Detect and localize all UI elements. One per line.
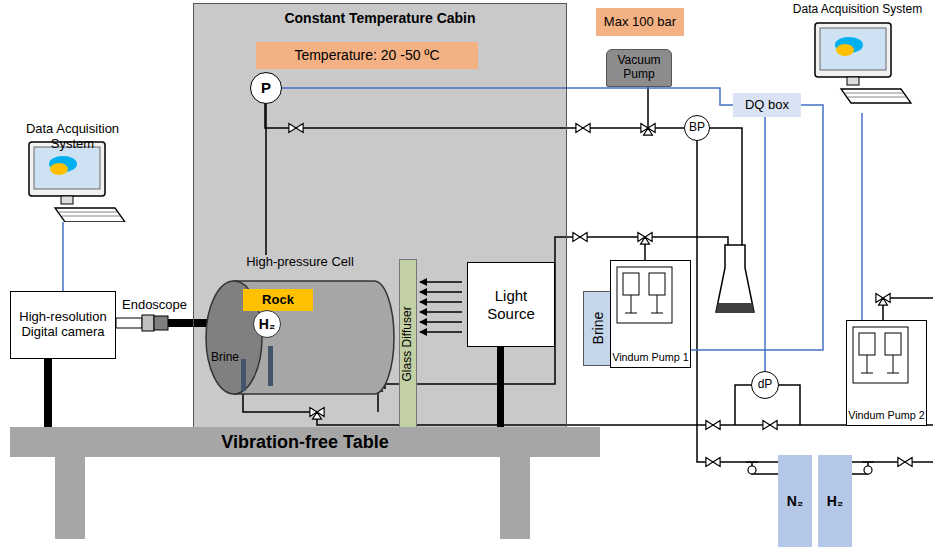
endoscope bbox=[154, 316, 168, 330]
node-text: dP bbox=[758, 378, 773, 392]
node-text: Vacuum Pump bbox=[609, 54, 669, 82]
digital-camera: High-resolution Digital camera bbox=[10, 291, 116, 359]
light-stand bbox=[497, 346, 504, 427]
light-rays bbox=[420, 282, 462, 332]
node-text: Data Acquisition System bbox=[785, 3, 930, 17]
node-text: High-pressure Cell bbox=[204, 255, 396, 270]
glass-diffuser: Glass Diffuser bbox=[399, 259, 417, 429]
back-pressure-regulator: BP bbox=[684, 115, 710, 141]
gas-cylinder: H₂ bbox=[818, 455, 852, 547]
part-label: Endoscope bbox=[122, 297, 187, 312]
brine-tank: Brine bbox=[583, 291, 613, 366]
node-text: Brine bbox=[590, 312, 606, 345]
node-text: H₂ bbox=[827, 493, 843, 509]
gas-cylinder: N₂ bbox=[778, 455, 812, 547]
pressure-gauge: P bbox=[250, 72, 282, 104]
vindum-pump: Vindum Pump 2 bbox=[846, 320, 927, 426]
camera-stand bbox=[44, 359, 52, 427]
node-text: BP bbox=[689, 121, 705, 135]
data-acquisition-pc: Data Acquisition System bbox=[785, 3, 930, 113]
node-text: Vindum Pump 2 bbox=[848, 409, 925, 421]
node-text: Light Source bbox=[472, 287, 550, 322]
part-label: Brine bbox=[211, 350, 239, 364]
cabin-fill bbox=[193, 3, 567, 429]
light-source: Light Source bbox=[467, 262, 555, 347]
pressure-limit-box: Max 100 bar bbox=[596, 8, 684, 36]
signal-wire bbox=[801, 105, 823, 113]
dq-box: DQ box bbox=[733, 93, 801, 117]
temperature-box: Temperature: 20 -50 ºC bbox=[256, 42, 478, 69]
signal-wire bbox=[282, 88, 733, 105]
node-text: Glass Diffuser bbox=[401, 306, 415, 381]
node-text: Constant Temperature Cabin bbox=[194, 10, 566, 26]
table-leg bbox=[500, 457, 530, 539]
high-pressure-cell: High-pressure CellRockH₂ bbox=[204, 255, 396, 397]
endoscope bbox=[142, 315, 154, 331]
node-text: Temperature: 20 -50 ºC bbox=[294, 47, 439, 63]
differential-pressure: dP bbox=[751, 371, 779, 399]
node-text: Rock bbox=[262, 293, 294, 308]
node-text: Data Acquisition System bbox=[5, 122, 140, 152]
flask-liquid bbox=[716, 303, 754, 312]
high-pressure-cell-shape bbox=[204, 255, 396, 397]
node-text: N₂ bbox=[787, 493, 803, 509]
node-text: Max 100 bar bbox=[604, 15, 676, 30]
vindum-pump: Vindum Pump 1 bbox=[610, 260, 691, 368]
signal-wire bbox=[691, 113, 823, 350]
signal-wire bbox=[764, 117, 766, 371]
signal-wire bbox=[861, 113, 863, 320]
vibration-free-table: Vibration-free Table bbox=[10, 427, 600, 457]
endoscope bbox=[116, 318, 142, 328]
node-text: Vindum Pump 1 bbox=[612, 351, 689, 363]
node-text: P bbox=[261, 79, 271, 96]
pipe-line bbox=[265, 104, 267, 255]
node-text: High-resolution Digital camera bbox=[15, 310, 111, 340]
data-acquisition-pc-shape bbox=[785, 3, 930, 113]
signal-wire bbox=[62, 222, 64, 291]
node-text: DQ box bbox=[745, 98, 789, 113]
gas-bubble: H₂ bbox=[253, 310, 281, 338]
table-leg bbox=[55, 457, 85, 539]
vacuum-pump: Vacuum Pump bbox=[606, 49, 672, 87]
rock-sample: Rock bbox=[243, 289, 313, 311]
node-text: H₂ bbox=[259, 316, 275, 332]
node-text: Vibration-free Table bbox=[221, 432, 388, 453]
data-acquisition-pc: Data Acquisition System bbox=[5, 122, 140, 222]
flask bbox=[716, 245, 754, 312]
cabin-box: Constant Temperature CabinTemperature: 2… bbox=[193, 3, 567, 429]
endoscope bbox=[168, 319, 208, 327]
